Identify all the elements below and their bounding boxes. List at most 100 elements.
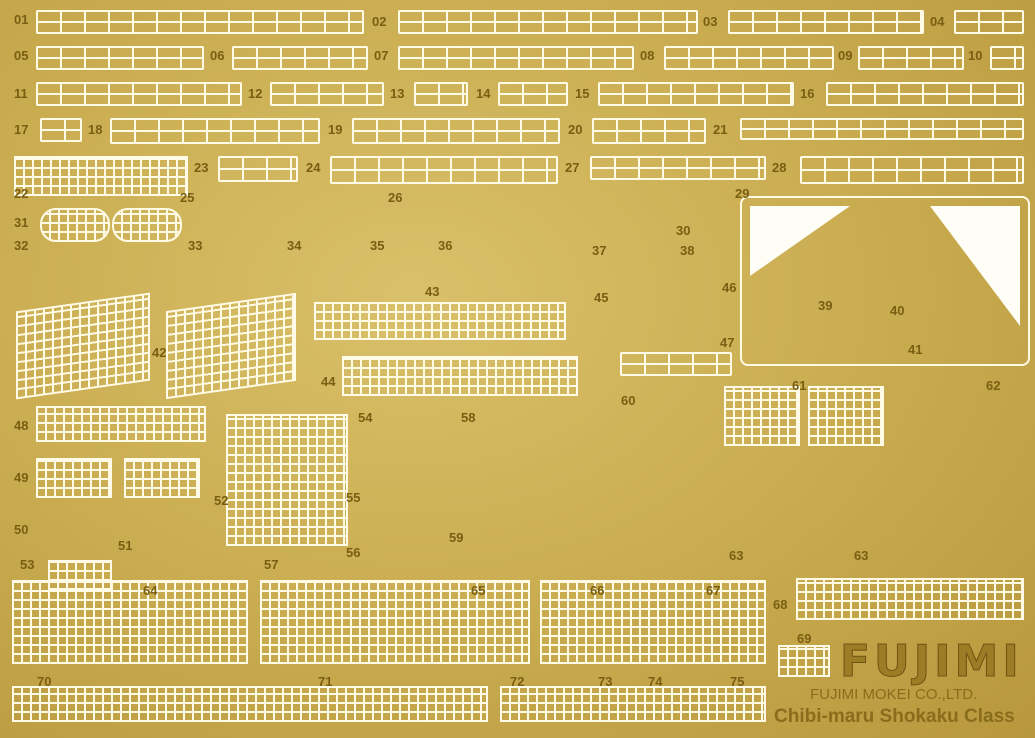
part-railing — [498, 82, 568, 106]
part-number: 71 — [318, 674, 333, 689]
part-number: 13 — [390, 86, 405, 101]
part-railing — [232, 46, 368, 70]
part-railing — [398, 46, 634, 70]
part-number: 52 — [214, 493, 229, 508]
part-railing-strip — [12, 686, 488, 722]
fujimi-logo: FUJIMI — [840, 636, 1023, 688]
part-grating — [36, 458, 112, 498]
part-number: 25 — [180, 190, 195, 205]
part-number: 23 — [194, 160, 209, 175]
part-railing — [352, 118, 560, 144]
part-grating — [342, 356, 578, 396]
part-number: 33 — [188, 238, 203, 253]
part-number: 44 — [321, 374, 336, 389]
part-number: 27 — [565, 160, 580, 175]
part-grating — [724, 386, 800, 446]
part-number: 47 — [720, 335, 735, 350]
part-railing — [858, 46, 964, 70]
part-number: 09 — [838, 48, 853, 63]
part-grating — [314, 302, 566, 340]
part-railing — [954, 10, 1024, 34]
part-number: 64 — [143, 583, 158, 598]
part-railing — [36, 82, 242, 106]
part-number: 35 — [370, 238, 385, 253]
part-number: 08 — [640, 48, 655, 63]
part-number: 63 — [729, 548, 744, 563]
part-number: 22 — [14, 186, 29, 201]
part-number: 17 — [14, 122, 29, 137]
part-grating — [778, 645, 830, 677]
part-railing — [414, 82, 468, 106]
part-railing — [740, 118, 1024, 140]
part-number: 75 — [730, 674, 745, 689]
part-number: 29 — [735, 186, 750, 201]
part-grating — [40, 208, 110, 242]
part-number: 05 — [14, 48, 29, 63]
part-railing — [110, 118, 320, 144]
part-railing — [728, 10, 924, 34]
product-name: Chibi-maru Shokaku Class — [774, 706, 1015, 727]
part-number: 54 — [358, 410, 373, 425]
part-number: 59 — [449, 530, 464, 545]
part-number: 41 — [908, 342, 923, 357]
part-number: 70 — [37, 674, 52, 689]
manufacturer-text: FUJIMI MOKEI CO.,LTD. — [810, 686, 978, 703]
part-grating — [14, 156, 188, 196]
part-number: 56 — [346, 545, 361, 560]
part-number: 57 — [264, 557, 279, 572]
part-number: 19 — [328, 122, 343, 137]
part-number: 03 — [703, 14, 718, 29]
part-number: 55 — [346, 490, 361, 505]
part-number: 63 — [854, 548, 869, 563]
part-number: 21 — [713, 122, 728, 137]
part-number: 07 — [374, 48, 389, 63]
part-number: 60 — [621, 393, 636, 408]
part-number: 18 — [88, 122, 103, 137]
part-number: 67 — [706, 583, 721, 598]
part-railing — [664, 46, 834, 70]
part-number: 12 — [248, 86, 263, 101]
part-grating — [808, 386, 884, 446]
part-railing-panel — [540, 580, 766, 664]
part-number: 51 — [118, 538, 133, 553]
part-number: 14 — [476, 86, 491, 101]
part-number: 10 — [968, 48, 983, 63]
part-railing — [592, 118, 706, 144]
part-number: 48 — [14, 418, 29, 433]
part-number: 28 — [772, 160, 787, 175]
part-railing — [800, 156, 1024, 184]
part-number: 49 — [14, 470, 29, 485]
part-number: 30 — [676, 223, 691, 238]
part-number: 32 — [14, 238, 29, 253]
part-number: 06 — [210, 48, 225, 63]
part-railing — [598, 82, 794, 106]
part-grating — [796, 578, 1024, 620]
part-railing — [40, 118, 82, 142]
part-number: 72 — [510, 674, 525, 689]
part-number: 36 — [438, 238, 453, 253]
part-number: 24 — [306, 160, 321, 175]
part-number: 43 — [425, 284, 440, 299]
part-railing — [218, 156, 298, 182]
part-ladder — [16, 292, 150, 400]
part-railing — [330, 156, 558, 184]
part-railing — [270, 82, 384, 106]
part-number: 38 — [680, 243, 695, 258]
part-number: 16 — [800, 86, 815, 101]
part-number: 45 — [594, 290, 609, 305]
part-railing — [36, 10, 364, 34]
part-railing-strip — [500, 686, 766, 722]
part-number: 39 — [818, 298, 833, 313]
part-grating — [36, 406, 206, 442]
part-number: 58 — [461, 410, 476, 425]
part-number: 68 — [773, 597, 788, 612]
part-number: 65 — [471, 583, 486, 598]
part-grating — [112, 208, 182, 242]
part-number: 74 — [648, 674, 663, 689]
part-number: 53 — [20, 557, 35, 572]
part-railing — [620, 352, 732, 376]
part-number: 46 — [722, 280, 737, 295]
part-number: 42 — [152, 345, 167, 360]
part-railing-panel — [12, 580, 248, 664]
